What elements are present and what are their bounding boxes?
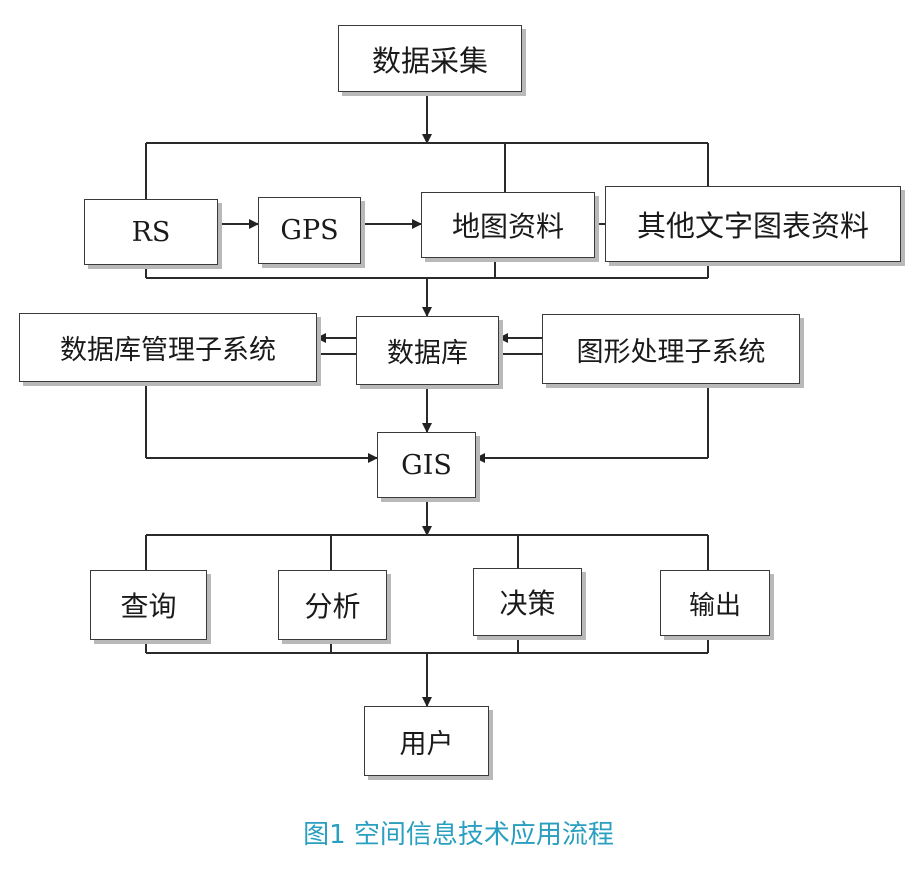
node-decision: 决策 [473,568,582,636]
node-gps: GPS [258,197,361,264]
node-query: 查询 [90,570,207,640]
node-other-text-chart-data: 其他文字图表资料 [605,186,901,262]
node-database: 数据库 [356,316,499,385]
node-analysis: 分析 [278,570,387,640]
node-data-collection: 数据采集 [338,25,522,92]
node-graphics-processing-subsystem: 图形处理子系统 [542,314,800,384]
node-rs: RS [84,199,218,265]
node-map-data: 地图资料 [421,192,595,258]
figure-caption: 图1 空间信息技术应用流程 [303,820,614,850]
node-db-management-subsystem: 数据库管理子系统 [19,313,317,382]
node-output: 输出 [660,570,770,636]
node-gis: GIS [377,432,476,498]
node-user: 用户 [364,706,489,776]
